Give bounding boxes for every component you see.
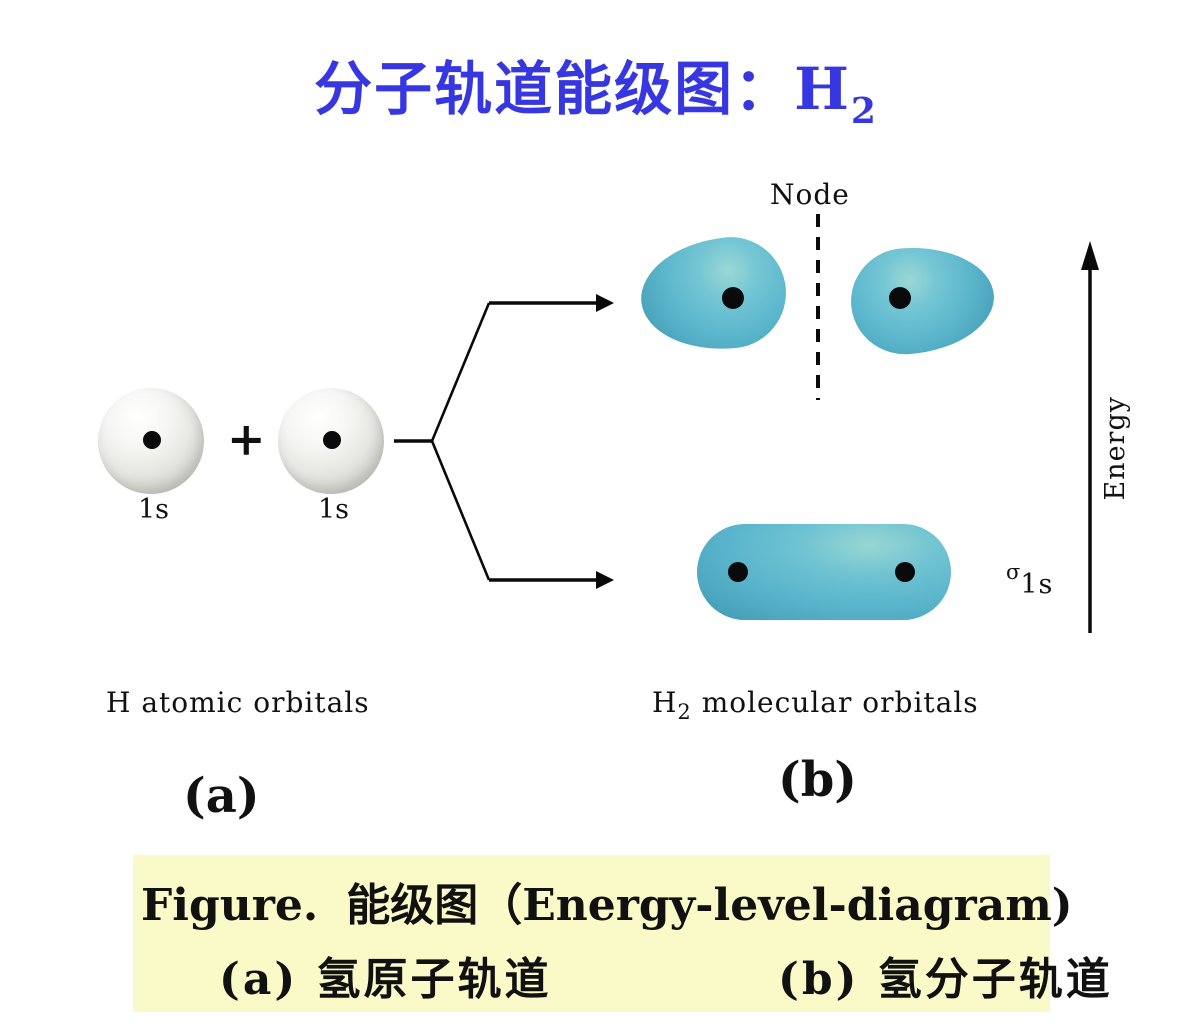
molecular-caption-h: H	[652, 686, 678, 719]
page-title: 分子轨道能级图：H2	[0, 42, 1192, 132]
sigma-1s-label: σ1s	[1006, 560, 1053, 600]
title-formula: H	[794, 55, 851, 123]
molecular-caption-rest: molecular orbitals	[691, 686, 979, 719]
antibonding-lobe-left	[635, 231, 792, 358]
upper-arrowhead-icon	[596, 294, 614, 312]
sigma-subscript: 1s	[1020, 569, 1054, 600]
orbital-1s-label-left: 1s	[138, 494, 170, 525]
nucleus-dot	[895, 562, 915, 582]
nucleus-dot	[323, 431, 341, 449]
molecular-caption-subscript: 2	[677, 700, 692, 724]
caption-line1-text: 能级图（Energy-level-diagram)	[346, 880, 1073, 931]
nucleus-dot	[143, 431, 161, 449]
caption-figure-word: Figure.	[141, 880, 319, 931]
branch-lower-diagonal	[430, 440, 491, 581]
nucleus-dot	[728, 562, 748, 582]
nucleus-dot	[722, 287, 744, 309]
atomic-orbitals-caption: H atomic orbitals	[106, 686, 370, 719]
panel-b-label: (b)	[778, 752, 857, 808]
sigma-symbol: σ	[1006, 560, 1021, 584]
energy-axis-label: Energy	[1100, 396, 1131, 501]
panel-a-label: (a)	[183, 768, 260, 824]
title-text: 分子轨道能级图：	[314, 55, 795, 123]
orbital-1s-label-right: 1s	[318, 494, 350, 525]
molecular-orbitals-caption: H2 molecular orbitals	[652, 686, 979, 724]
energy-arrowhead-icon	[1081, 241, 1099, 270]
lower-arrowhead-icon	[596, 571, 614, 589]
title-formula-subscript: 2	[850, 90, 878, 132]
caption-line2-a: (a) 氢原子轨道	[219, 954, 552, 1005]
node-label: Node	[770, 178, 850, 211]
antibonding-lobe-right	[847, 242, 998, 358]
nucleus-dot	[889, 287, 911, 309]
plus-sign: +	[227, 412, 266, 466]
branch-upper-diagonal	[430, 302, 491, 442]
caption-line2-b: (b) 氢分子轨道	[778, 954, 1113, 1005]
caption-line1: Figure. 能级图（Energy-level-diagram)	[141, 869, 1073, 933]
figure-caption-box: Figure. 能级图（Energy-level-diagram) (a) 氢原子…	[133, 855, 1110, 1012]
